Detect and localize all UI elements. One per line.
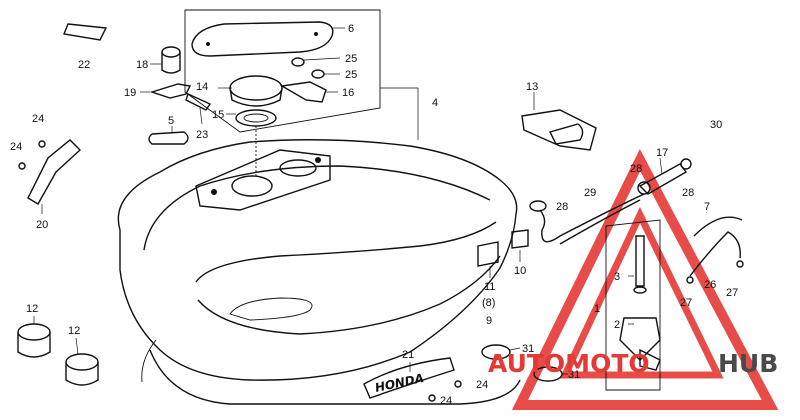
part-24-screw-b <box>18 162 26 170</box>
part-15-gasket <box>235 109 277 127</box>
part-18-key-cylinder <box>150 46 181 74</box>
callout-31-a: 31 <box>522 343 534 355</box>
part-25-bolt-a <box>291 57 341 67</box>
callout-2: 2 <box>614 319 620 331</box>
callout-24-b: 24 <box>10 141 22 153</box>
callout-30: 30 <box>710 119 722 131</box>
callout-28-a: 28 <box>630 163 642 175</box>
callout-24-a: 24 <box>32 113 44 125</box>
part-17-joint <box>638 163 688 195</box>
part-10-cushion <box>511 229 529 249</box>
part-12-cap-a <box>17 323 51 358</box>
part-24-screw-c <box>454 380 462 388</box>
callout-9: 9 <box>486 315 492 327</box>
watermark-hub: HUB <box>718 349 778 378</box>
part-11-cushion <box>477 241 499 267</box>
callout-14: 14 <box>196 81 208 93</box>
callout-28-c: 28 <box>556 201 568 213</box>
callout-22: 22 <box>78 59 90 71</box>
part-6-cover <box>191 21 334 57</box>
part-27-clip-a <box>686 276 694 284</box>
callout-10: 10 <box>514 265 526 277</box>
part-14-fuel-cap <box>229 75 283 107</box>
part-3-filter <box>633 235 647 294</box>
callout-28-b: 28 <box>682 187 694 199</box>
callout-29: 29 <box>584 187 596 199</box>
part-23-seal <box>185 93 212 111</box>
part-31-grommet-a <box>481 344 511 360</box>
part-2-petcock <box>619 317 661 371</box>
callout-11: 11 <box>484 281 495 293</box>
part-22-plate <box>63 23 108 41</box>
part-28-clip-c <box>529 200 547 212</box>
callout-25-b: 25 <box>345 69 357 81</box>
part-12-cap-b <box>65 353 99 386</box>
callout-7: 7 <box>704 201 710 213</box>
callout-24-c: 24 <box>476 379 488 391</box>
part-26-hose <box>689 231 741 277</box>
callout-23: 23 <box>196 129 208 141</box>
watermark-triangle-inner <box>559 206 724 379</box>
callout-19: 19 <box>124 87 136 99</box>
callout-6: 6 <box>348 23 354 35</box>
callout-8: (8) <box>482 297 495 309</box>
watermark-triangle-outer <box>511 148 779 410</box>
part-7-fuel-line <box>693 216 743 237</box>
callout-27-b: 27 <box>726 287 738 299</box>
callout-16: 16 <box>342 87 354 99</box>
emblem-text: HONDA <box>374 371 425 395</box>
callout-26: 26 <box>704 279 716 291</box>
part-24-screw-d <box>428 394 436 402</box>
callout-27-a: 27 <box>680 297 692 309</box>
callout-1: 1 <box>594 303 600 315</box>
part-16-hinge <box>279 81 327 103</box>
callout-12-a: 12 <box>26 303 38 315</box>
callout-labels: 22 6 25 25 18 14 19 16 15 23 4 5 24 24 2… <box>10 23 738 407</box>
part-29-hose <box>539 193 645 243</box>
part-5-pad <box>148 131 189 145</box>
callout-31-b: 31 <box>568 369 580 381</box>
callout-20: 20 <box>36 219 48 231</box>
callout-17: 17 <box>656 147 668 159</box>
part-19-hinge <box>149 83 192 99</box>
part-13-knee-pad <box>521 109 597 151</box>
watermark-automoto: AUTOMOTO <box>488 349 650 378</box>
cap-group-box <box>184 9 381 133</box>
part-24-screw-a <box>38 140 46 148</box>
part-4-fuel-tank <box>117 126 521 405</box>
leader-4 <box>380 87 419 140</box>
callout-25-a: 25 <box>345 53 357 65</box>
callout-21: 21 <box>402 349 414 361</box>
callout-5: 5 <box>168 115 174 127</box>
part-27-clip-b <box>736 260 744 268</box>
petcock-group-box <box>605 219 661 391</box>
part-28-clip-b <box>680 158 692 170</box>
callout-18: 18 <box>136 59 148 71</box>
callout-12-b: 12 <box>68 325 80 337</box>
watermark-triangle <box>511 148 779 410</box>
callout-24-d: 24 <box>440 395 452 407</box>
callout-3: 3 <box>614 271 620 283</box>
callout-4: 4 <box>432 97 438 109</box>
callout-15: 15 <box>212 109 224 121</box>
part-20-bracket <box>27 139 82 205</box>
part-25-bolt-b <box>311 69 340 79</box>
watermark-text: AUTOMOTO HUB <box>488 349 778 378</box>
callout-13: 13 <box>526 81 538 93</box>
